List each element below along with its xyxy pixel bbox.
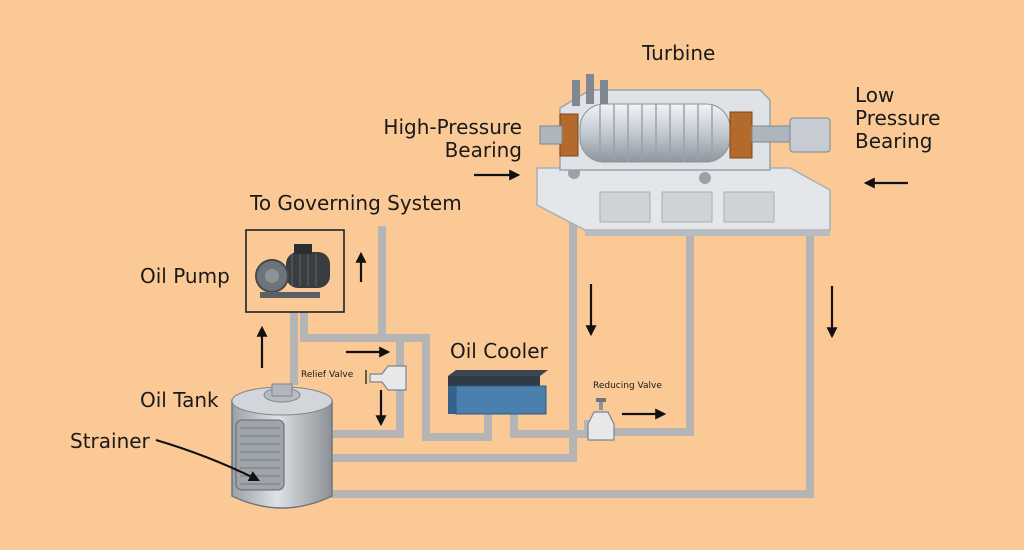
turbine-icon [536,74,831,236]
label-low-pressure-bearing-line2: Pressure [855,106,941,130]
reducing-valve-icon [587,398,615,441]
label-high-pressure-bearing-line2: Bearing [444,138,522,162]
pipe-lp-bearing-return [330,222,814,498]
flow-arrows [155,169,908,481]
relief-valve-icon [365,365,407,391]
label-oil-pump: Oil Pump [140,264,230,288]
pipe-relief-return [330,390,404,438]
pipe-bearing-supply [614,218,694,436]
oil-pump-box [245,229,345,313]
label-high-pressure-bearing-line1: High-Pressure [383,115,522,139]
label-relief-valve: Relief Valve [301,370,354,380]
label-low-pressure-bearing-line3: Bearing [855,129,933,153]
label-reducing-valve: Reducing Valve [593,381,662,391]
pipe-hp-bearing-return [330,205,577,462]
label-oil-tank: Oil Tank [140,388,219,412]
arrow-strainer-pointer [155,438,260,481]
oil-pump-icon [255,244,330,298]
label-turbine: Turbine [642,41,716,65]
oil-cooler-icon [448,370,548,415]
label-strainer: Strainer [70,429,150,453]
label-high-pressure-bearing: High-Pressure Bearing [370,116,522,162]
label-to-governing-system: To Governing System [250,191,462,215]
label-low-pressure-bearing: Low Pressure Bearing [855,84,940,153]
oil-tank-icon [231,383,333,509]
pipe-pump-to-governing [300,226,386,342]
pipes [290,205,814,498]
label-low-pressure-bearing-line1: Low [855,83,895,107]
label-oil-cooler: Oil Cooler [450,339,548,363]
pipe-to-cooler [400,334,492,441]
